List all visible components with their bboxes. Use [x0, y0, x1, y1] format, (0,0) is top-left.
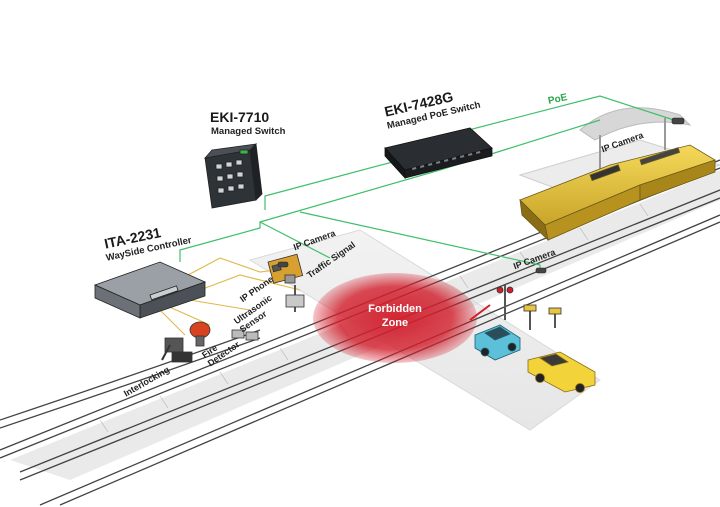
interlocking-device	[161, 337, 193, 363]
station-camera	[671, 117, 685, 125]
track-camera	[535, 267, 547, 274]
crossing-camera	[277, 261, 289, 268]
forbidden-zone-label: Forbidden Zone	[355, 302, 435, 330]
camera-devices	[277, 117, 685, 274]
blue-car	[474, 324, 521, 361]
track-rail-6	[0, 337, 261, 429]
train	[519, 144, 716, 242]
track-rail-8	[59, 221, 720, 506]
ip-phone-device	[284, 274, 296, 284]
forbidden-zone-line2: Zone	[381, 317, 409, 329]
forbidden-zone-line1: Forbidden	[368, 303, 422, 315]
track-rail-5	[0, 329, 261, 421]
eki-7428g-device	[384, 127, 493, 180]
crossing-signals	[469, 285, 562, 330]
forbidden-zone-shape	[313, 273, 477, 363]
eki-7710-device	[203, 143, 263, 209]
eki-7710-desc-label: Managed Switch	[211, 126, 286, 137]
yellow-pickup	[527, 351, 596, 393]
ultrasonic-sensor-device	[231, 329, 259, 341]
ita-2231-device	[93, 261, 207, 319]
eki-7710-model-label: EKI-7710	[210, 109, 270, 125]
fire-detector-device	[189, 321, 211, 347]
